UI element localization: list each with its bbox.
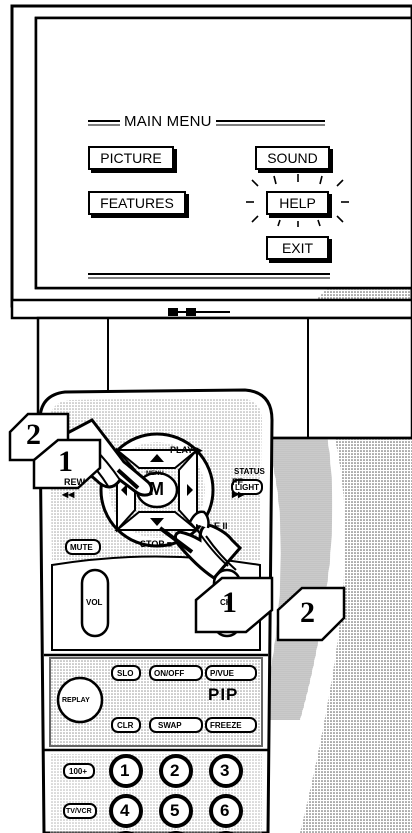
rew-arrows-label: ◀◀ [62,490,74,499]
swap-key-label: SWAP [158,721,182,730]
freeze-key-label: FREEZE [210,721,242,730]
rew-label: REW [64,478,85,487]
replay-key-label: REPLAY [62,696,90,705]
digit-label-1: 1 [120,762,129,779]
menu-m-label: M [149,480,164,498]
pip-label: PIP [208,685,238,705]
clr-key-label: CLR [117,721,133,730]
p-vue-key-label: P/VUE [210,669,234,678]
sound-button-label: SOUND [267,150,318,166]
features-button-label: FEATURES [100,195,174,211]
tv-vcr-key-label: TV/VCR [66,807,92,816]
picture-button[interactable]: PICTURE [88,146,174,170]
digit-label-3: 3 [220,762,229,779]
picture-button-label: PICTURE [100,150,161,166]
mute-key-label: MUTE [70,543,93,552]
on-off-key-label: ON/OFF [154,669,184,678]
tv-set [12,6,412,438]
step-number-right-front: 1 [222,588,237,618]
digit-label-5: 5 [170,802,179,819]
sound-button[interactable]: SOUND [255,146,330,170]
help-button[interactable]: HELP [266,191,329,215]
pause-label: E II [214,522,228,531]
vol-label: VOL [86,598,102,607]
help-button-label: HELP [279,195,316,211]
exit-button-label: EXIT [282,240,313,256]
play-label: PLAY ▶ [170,446,202,455]
ff-label: FF [232,478,243,487]
step-number-left-back: 2 [26,420,41,450]
step-number-right-back: 2 [300,598,315,628]
main-menu-title: MAIN MENU [120,113,216,130]
digit-label-6: 6 [220,802,229,819]
hundred-plus-key-label: 100+ [69,767,87,776]
exit-button[interactable]: EXIT [266,236,329,260]
status-label: STATUS [234,467,265,476]
features-button[interactable]: FEATURES [88,191,186,215]
digit-label-4: 4 [120,802,129,819]
digit-label-2: 2 [170,762,179,779]
step-number-left-front: 1 [58,447,73,477]
ff-arrows-label: ▶▶ [232,490,244,499]
stop-label: STOP ■ [140,540,172,549]
slo-key-label: SLO [117,669,133,678]
menu-small-label: MENU [146,470,164,479]
